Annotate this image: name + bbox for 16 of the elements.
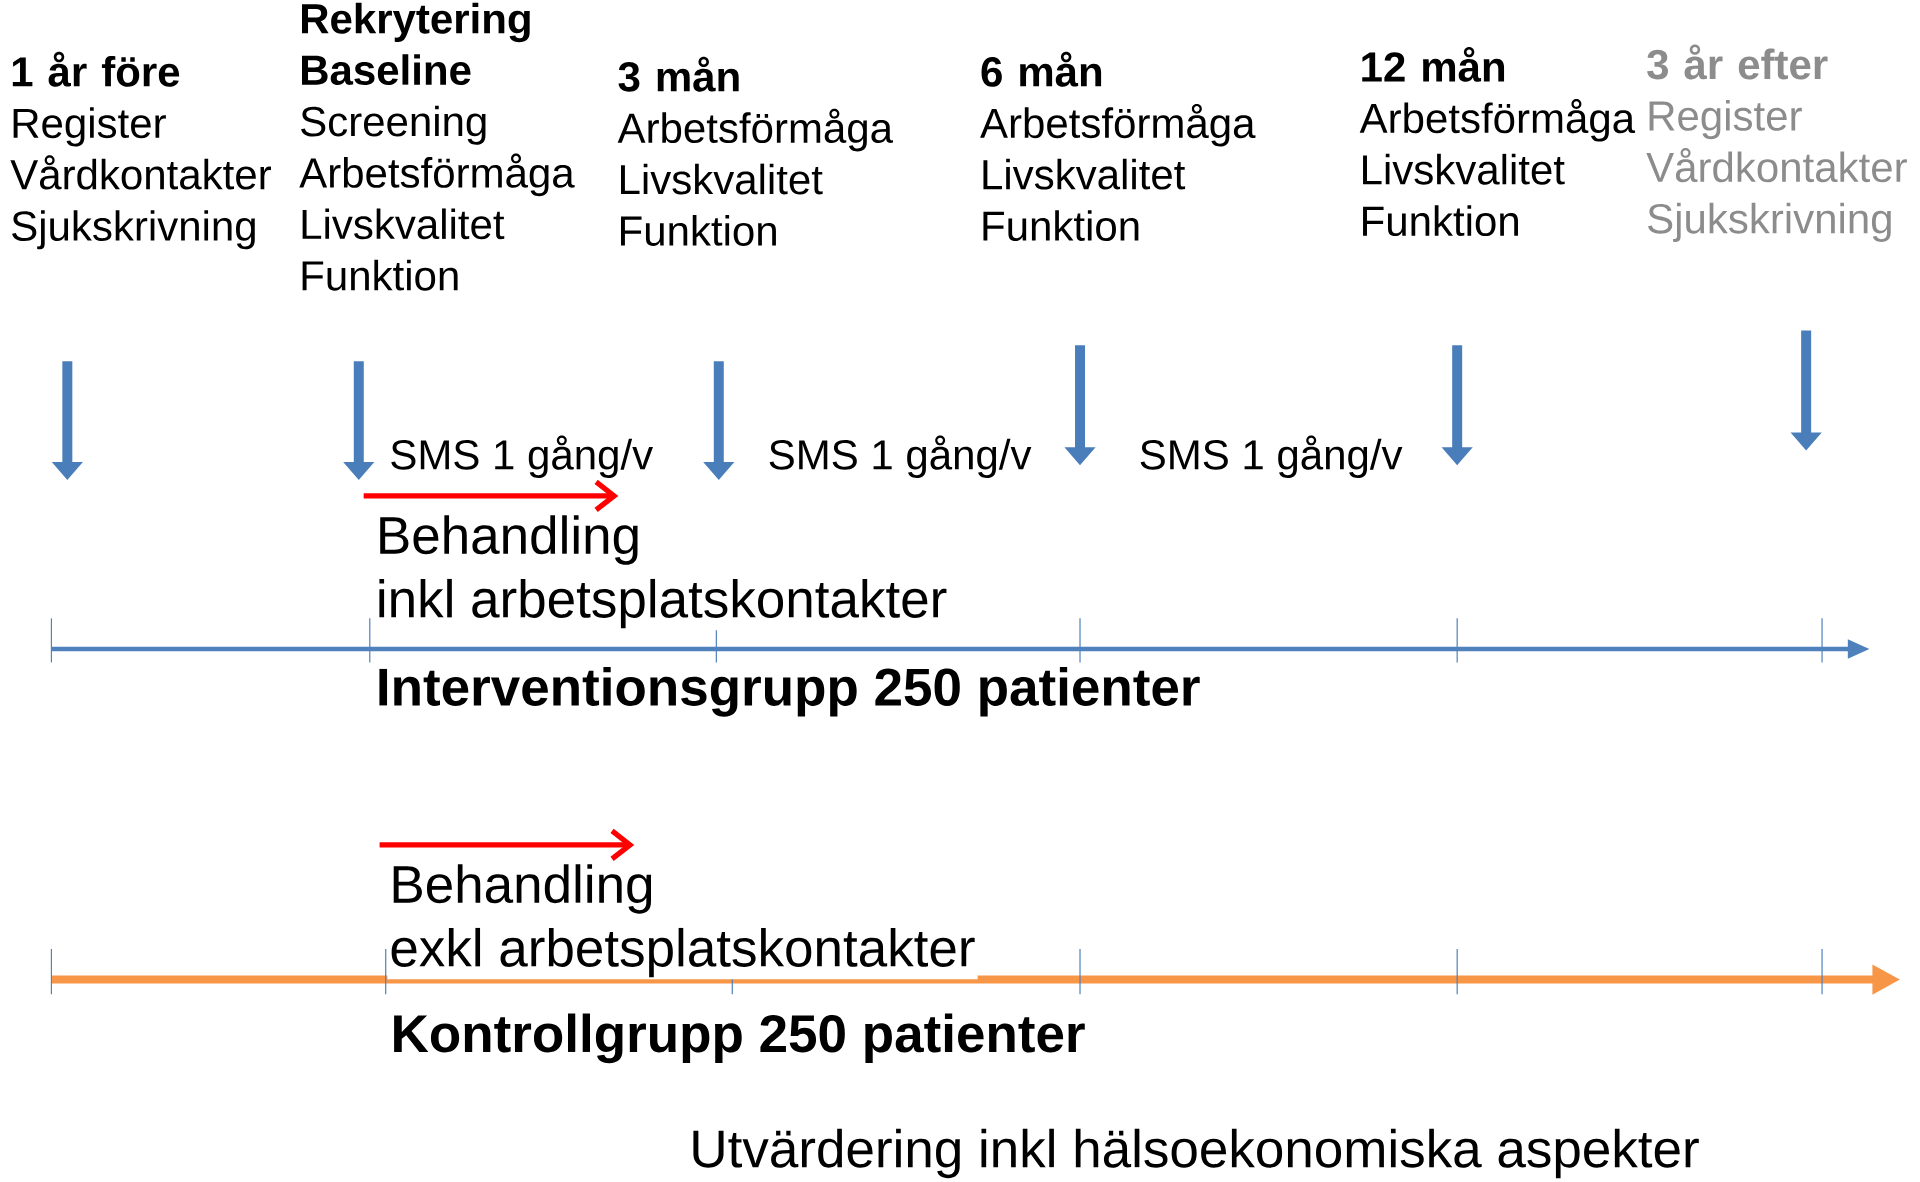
time-point-text: 1 år före Register Vårdkontakter Sjukskrivning <box>10 52 271 250</box>
treatment-label: Behandling <box>373 513 644 567</box>
message-label: SMS 1 gång/v <box>1136 433 1405 481</box>
message-label: SMS 1 gång/v <box>387 433 656 481</box>
time-point-text: 6 mån Arbetsförmåga Livskvalitet Funktion <box>980 52 1256 242</box>
time-point-text: 3 mån Arbetsförmåga Livskvalitet Funktion <box>617 56 894 247</box>
message-label: SMS 1 gång/v <box>765 433 1034 481</box>
treatment-label: inkl arbetsplatskontakter <box>373 577 950 631</box>
treatment-label: exkl arbetsplatskontakter <box>387 926 978 980</box>
group-label: Interventionsgrupp 250 patienter <box>373 665 1203 719</box>
time-point-text: 12 mån Arbetsförmåga Livskvalitet Funktion <box>1359 47 1636 237</box>
time-point-text: 3 år efter Register Vårdkontakter Sjukskrivning <box>1646 44 1907 243</box>
note-text: Utvärdering inkl hälsoekonomiska aspekter <box>687 1126 1702 1181</box>
group-label: Kontrollgrupp 250 patienter <box>388 1011 1088 1066</box>
treatment-label: Behandling <box>387 862 657 916</box>
time-point-text: Rekrytering Baseline Screening Arbetsförmåga Livskvalitet Funktion <box>299 3 575 291</box>
